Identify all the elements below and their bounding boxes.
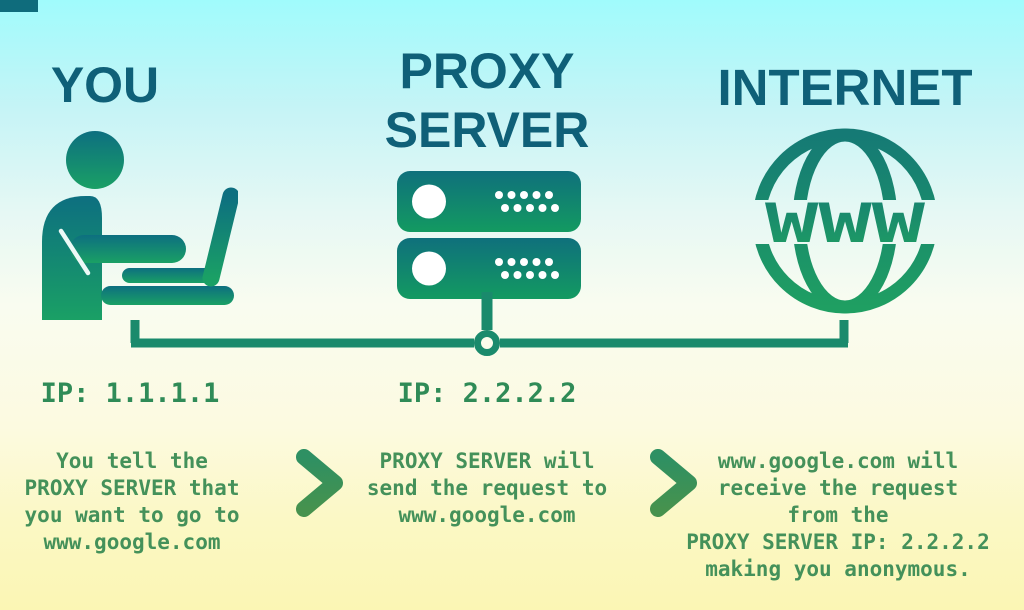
globe-www-text: www xyxy=(765,175,926,259)
step-1-text: You tell the PROXY SERVER that you want … xyxy=(24,449,240,554)
corner-mark xyxy=(0,0,38,12)
network-connector-line xyxy=(130,292,849,356)
arrow-right-icon xyxy=(613,449,697,517)
proxy-server-title: PROXY SERVER xyxy=(384,43,590,158)
globe-www-icon: www xyxy=(752,128,938,314)
you-title: YOU xyxy=(50,57,160,113)
server-stack-icon xyxy=(397,171,581,299)
arrow-right-icon xyxy=(259,449,343,517)
server-led-dots-top xyxy=(495,191,559,212)
server-led-dots-bottom xyxy=(495,258,559,279)
internet-title: INTERNET xyxy=(717,59,973,116)
step-3-text: www.google.com will receive the request … xyxy=(686,449,990,581)
person-at-laptop-icon xyxy=(42,131,238,320)
step-2-text: PROXY SERVER will send the request to ww… xyxy=(366,449,608,527)
you-ip-label: IP: 1.1.1.1 xyxy=(40,378,220,409)
proxy-node-circle xyxy=(474,330,500,356)
proxy-ip-label: IP: 2.2.2.2 xyxy=(397,378,577,409)
